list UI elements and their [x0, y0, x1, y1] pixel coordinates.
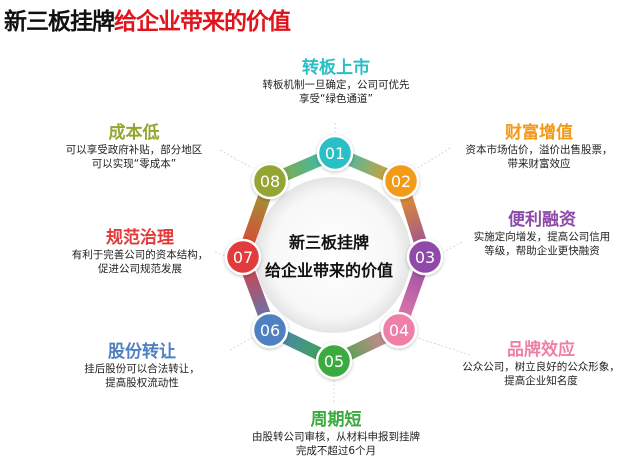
- item-04-desc-line2: 提高企业知名度: [504, 375, 578, 387]
- node-circle-02: [382, 162, 420, 200]
- item-02-title: 财富增值: [505, 123, 573, 143]
- leader-line-07: [214, 251, 227, 257]
- item-02-desc-line2: 带来财富效应: [507, 158, 571, 170]
- leader-line-04: [417, 337, 471, 356]
- title-red-part: 给企业带来的价值: [114, 9, 291, 35]
- leader-line-06: [229, 337, 253, 351]
- item-03: 便利融资 实施定向增发，提高公司信用 等级，帮助企业更快融资: [452, 210, 632, 258]
- item-07-title: 规范治理: [106, 228, 174, 248]
- node-06: 06: [251, 311, 289, 349]
- item-06: 股份转让 挂后股份可以合法转让， 提高股权流动性: [52, 342, 232, 390]
- item-05-title: 周期短: [310, 410, 362, 430]
- node-circle-01: [316, 134, 354, 172]
- item-07: 规范治理 有利于完善公司的资本结构， 促进公司规范发展: [50, 228, 230, 276]
- item-08-title: 成本低: [108, 123, 160, 143]
- item-07-desc-line1: 有利于完善公司的资本结构，: [71, 249, 209, 261]
- item-01-title: 转板上市: [302, 58, 370, 78]
- item-05-desc-line2: 完成不超过6个月: [295, 445, 377, 457]
- item-05-desc-line1: 由股转公司审核，从材料申报到挂牌: [252, 431, 420, 443]
- item-01-desc-line2: 享受“绿色通道”: [299, 93, 373, 105]
- page-title: 新三板挂牌给企业带来的价值: [4, 2, 291, 36]
- leader-line-08: [219, 149, 253, 169]
- node-number-04: 04: [389, 321, 409, 340]
- item-07-desc-line2: 促进公司规范发展: [98, 263, 182, 275]
- node-07: 07: [224, 238, 262, 276]
- node-01: 01: [316, 134, 354, 172]
- item-04-title: 品牌效应: [507, 340, 575, 360]
- node-number-06: 06: [260, 321, 280, 340]
- item-02-desc-line1: 资本市场估价，溢价出售股票，: [465, 144, 613, 156]
- item-04-desc-line1: 公众公司，树立良好的公众形象，: [462, 361, 620, 373]
- node-02: 02: [382, 162, 420, 200]
- item-01-desc-line1: 转板机制一旦确定，公司可优先: [262, 79, 410, 91]
- node-circle-03: [406, 238, 444, 276]
- item-05: 周期短 由股转公司审核，从材料申报到挂牌 完成不超过6个月: [231, 410, 441, 458]
- node-circle-07: [224, 238, 262, 276]
- node-05: 05: [315, 342, 353, 380]
- node-number-03: 03: [415, 248, 435, 267]
- node-number-05: 05: [324, 352, 344, 371]
- item-04: 品牌效应 公众公司，树立良好的公众形象， 提高企业知名度: [448, 340, 634, 388]
- node-circle-08: [251, 162, 289, 200]
- item-06-desc-line1: 挂后股份可以合法转让，: [84, 363, 200, 375]
- node-number-01: 01: [325, 144, 345, 163]
- item-03-desc-line1: 实施定向增发，提高公司信用: [473, 231, 611, 243]
- item-08-desc-line2: 可以实现“零成本”: [91, 158, 177, 170]
- node-circle-04: [380, 311, 418, 349]
- node-number-08: 08: [260, 172, 280, 191]
- node-08: 08: [251, 162, 289, 200]
- item-06-title: 股份转让: [108, 342, 176, 362]
- item-08: 成本低 可以享受政府补贴，部分地区 可以实现“零成本”: [44, 123, 224, 171]
- center-title-line1: 新三板挂牌: [288, 233, 369, 252]
- node-circle-06: [251, 311, 289, 349]
- center-disc: [255, 177, 411, 333]
- node-circle-05: [315, 342, 353, 380]
- item-02: 财富增值 资本市场估价，溢价出售股票， 带来财富效应: [444, 123, 634, 171]
- node-number-02: 02: [391, 172, 411, 191]
- title-black-part: 新三板挂牌: [4, 9, 115, 35]
- leader-line-03: [443, 241, 463, 253]
- item-08-desc-line1: 可以享受政府补贴，部分地区: [65, 144, 203, 156]
- item-01: 转板上市 转板机制一旦确定，公司可优先 享受“绿色通道”: [236, 58, 436, 106]
- item-03-desc-line2: 等级，帮助企业更快融资: [484, 245, 600, 257]
- item-03-title: 便利融资: [508, 210, 576, 230]
- node-04: 04: [380, 311, 418, 349]
- node-number-07: 07: [233, 248, 253, 267]
- item-06-desc-line2: 提高股权流动性: [105, 377, 179, 389]
- node-03: 03: [406, 238, 444, 276]
- center-title-line2: 给企业带来的价值: [264, 261, 393, 280]
